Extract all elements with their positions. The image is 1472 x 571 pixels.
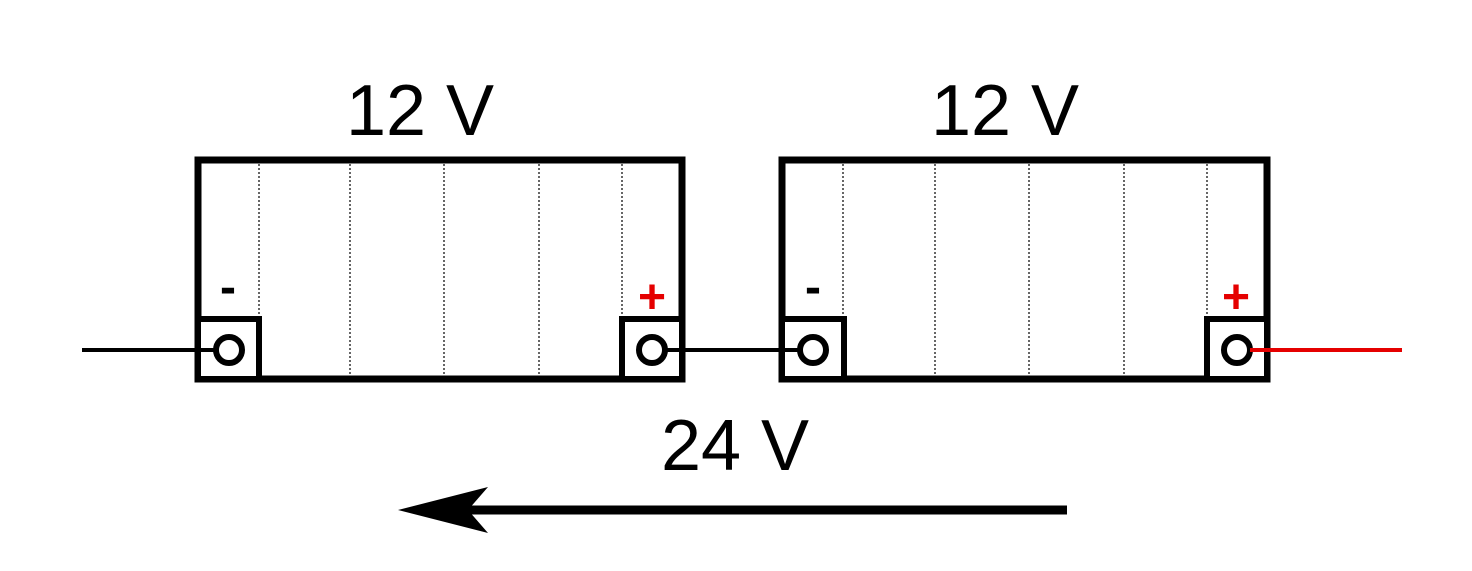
battery-1-positive-terminal-icon — [636, 334, 668, 366]
battery-1-voltage-label: 12 V — [346, 71, 494, 151]
battery-2-negative-sign: - — [805, 261, 821, 314]
battery-2: 12 V - + — [778, 71, 1271, 383]
battery-1-body — [194, 156, 686, 383]
battery-1-negative-terminal-icon — [213, 334, 245, 366]
left-arrow-icon — [398, 487, 1067, 533]
battery-1-positive-sign: + — [638, 271, 666, 324]
battery-1-negative-sign: - — [220, 261, 236, 314]
battery-2-positive-terminal-icon — [1221, 334, 1253, 366]
battery-2-positive-sign: + — [1222, 271, 1250, 324]
battery-2-body — [778, 156, 1271, 383]
total-voltage-label: 24 V — [661, 406, 809, 486]
battery-1: 12 V - + — [194, 71, 686, 383]
battery-2-voltage-label: 12 V — [931, 71, 1079, 151]
battery-2-negative-terminal-icon — [797, 334, 829, 366]
